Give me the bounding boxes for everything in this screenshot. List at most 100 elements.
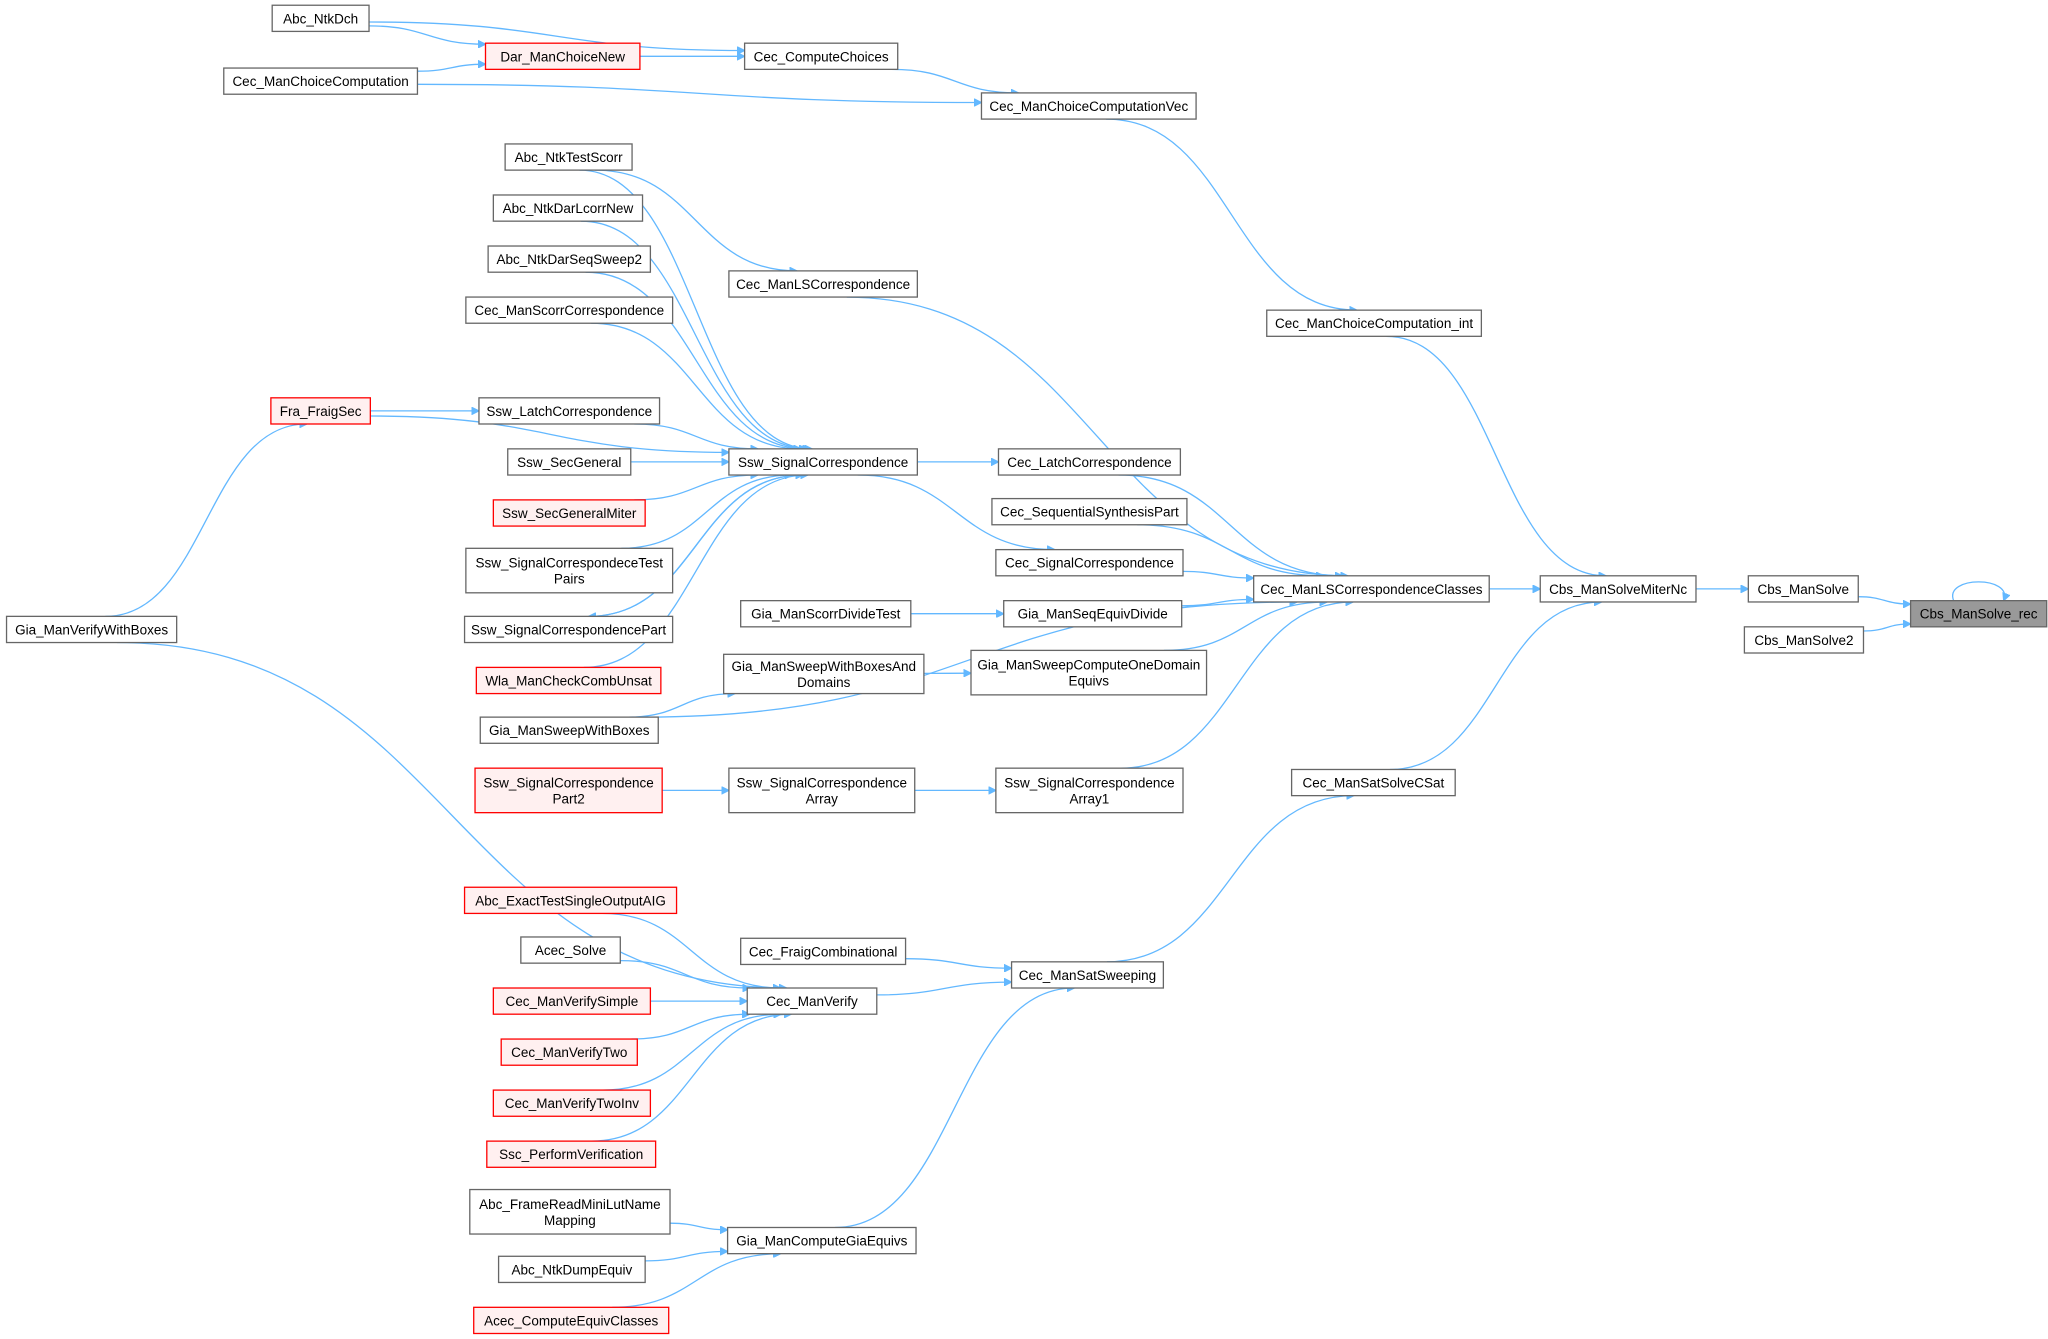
node-label: Gia_ManScorrDivideTest	[751, 607, 901, 622]
node-cec-mansatsweeping[interactable]: Cec_ManSatSweeping	[1010, 961, 1165, 989]
edge-abc-ntkdarseqsweep2-to-ssw-signalcorrespondence	[585, 271, 807, 449]
edge-acec-solve-to-cec-manverify	[620, 959, 750, 988]
node-abc-ntkdch[interactable]: Abc_NtkDch	[271, 4, 370, 33]
node-label: Abc_NtkTestScorr	[515, 150, 624, 165]
node-ssw-secgeneralmiter[interactable]: Ssw_SecGeneralMiter	[492, 499, 646, 527]
edge-abc-ntktestscorr-to-cec-manlscorrespondence	[594, 169, 797, 271]
edge-abc-ntkdumpequiv-to-gia-mancomputegiaequivs	[645, 1251, 727, 1262]
node-box	[995, 548, 1184, 577]
node-cbs-mansolve-rec[interactable]: Cbs_ManSolve_rec	[1909, 600, 2048, 628]
node-cec-manchoicecomputation[interactable]: Cec_ManChoiceComputation	[223, 67, 419, 95]
node-acec-solve[interactable]: Acec_Solve	[520, 936, 621, 964]
node-box	[746, 987, 878, 1015]
node-ssw-signalcorrespondence[interactable]: Ssw_SignalCorrespondence	[728, 448, 918, 476]
node-label: Wla_ManCheckCombUnsat	[485, 673, 652, 688]
edge-ssw-signalcorrespondecetestpairs-to-ssw-signalcorrespondence	[621, 475, 792, 549]
node-box	[486, 1140, 657, 1168]
node-cec-manverify[interactable]: Cec_ManVerify	[746, 987, 878, 1015]
node-label: Array1	[1070, 791, 1110, 806]
node-label: Ssw_SignalCorrespondencePart	[471, 622, 666, 637]
node-cec-manlscorrespondenceclasses[interactable]: Cec_ManLSCorrespondenceClasses	[1253, 575, 1490, 603]
node-cec-latchcorrespondence[interactable]: Cec_LatchCorrespondence	[997, 448, 1182, 476]
node-abc-ntkdarseqsweep2[interactable]: Abc_NtkDarSeqSweep2	[487, 245, 652, 273]
node-label: Cec_ManVerifyTwoInv	[505, 1096, 640, 1111]
edge-abc-ntktestscorr-to-ssw-signalcorrespondence	[579, 169, 813, 449]
node-label: Dar_ManChoiceNew	[500, 49, 625, 64]
node-label: Cec_LatchCorrespondence	[1007, 455, 1171, 470]
edge-cec-mansatsweeping-to-cec-mansatsolvecsat	[1106, 796, 1354, 963]
node-label: Ssw_SignalCorrespondeceTest	[475, 556, 663, 571]
node-gia-manscorrdividetest[interactable]: Gia_ManScorrDivideTest	[740, 600, 912, 628]
node-cbs-mansolve[interactable]: Cbs_ManSolve	[1747, 575, 1859, 603]
node-cec-manverifysimple[interactable]: Cec_ManVerifySimple	[492, 987, 652, 1015]
node-cec-manchoicecomputation-int[interactable]: Cec_ManChoiceComputation_int	[1266, 309, 1483, 337]
edge-ssw-latchcorrespondence-to-ssw-signalcorrespondence	[634, 423, 758, 449]
node-wla-mancheckcombunsat[interactable]: Wla_ManCheckCombUnsat	[475, 666, 662, 695]
edge-ssw-secgeneralmiter-to-ssw-signalcorrespondence	[634, 475, 758, 501]
node-cec-manchoicecomputationvec[interactable]: Cec_ManChoiceComputationVec	[980, 92, 1197, 120]
node-cec-signalcorrespondence[interactable]: Cec_SignalCorrespondence	[995, 548, 1184, 577]
node-cec-fraigcombinational[interactable]: Cec_FraigCombinational	[740, 937, 907, 966]
edge-cbs-mansolve-rec-to-cbs-mansolve-rec	[1952, 581, 2005, 601]
node-label: Ssw_SignalCorrespondence	[1004, 775, 1174, 790]
node-label: Ssw_SignalCorrespondence	[737, 775, 907, 790]
node-label: Cec_ManVerifySimple	[505, 994, 638, 1009]
node-cec-manverifytwoinv[interactable]: Cec_ManVerifyTwoInv	[492, 1089, 652, 1117]
node-gia-manseqequivdivide[interactable]: Gia_ManSeqEquivDivide	[1003, 600, 1183, 628]
node-label: Cec_ManChoiceComputationVec	[989, 99, 1188, 114]
edge-cec-manchoicecomputation-int-to-cbs-mansolvemiternc	[1386, 335, 1606, 576]
node-label: Mapping	[544, 1213, 596, 1228]
node-gia-manverifywithboxes[interactable]: Gia_ManVerifyWithBoxes	[5, 615, 178, 644]
node-label: Cec_ManVerify	[766, 994, 858, 1009]
edge-cec-mansatsolvecsat-to-cbs-mansolvemiternc	[1389, 602, 1602, 771]
edge-cec-signalcorrespondence-to-cec-manlscorrespondenceclasses	[1182, 570, 1254, 578]
node-box	[728, 767, 916, 814]
node-cec-mansatsolvecsat[interactable]: Cec_ManSatSolveCSat	[1290, 768, 1456, 797]
edges-layer	[105, 21, 2005, 1308]
node-abc-ntkdarlcorrnew[interactable]: Abc_NtkDarLcorrNew	[492, 194, 644, 222]
node-box	[520, 936, 621, 964]
node-dar-manchoicenew[interactable]: Dar_ManChoiceNew	[484, 42, 641, 71]
node-box	[728, 448, 918, 476]
node-label: Cec_ManChoiceComputation_int	[1275, 316, 1473, 331]
node-cec-manverifytwo[interactable]: Cec_ManVerifyTwo	[500, 1038, 638, 1066]
node-cec-sequentialsynthesispart[interactable]: Cec_SequentialSynthesisPart	[991, 497, 1188, 526]
edge-cec-manscorrcorrespondence-to-ssw-signalcorrespondence	[591, 322, 801, 449]
node-label: Ssw_SecGeneralMiter	[502, 506, 637, 521]
edge-gia-manverifywithboxes-to-fra-fraigsec	[105, 424, 307, 618]
node-cec-manlscorrespondence[interactable]: Cec_ManLSCorrespondence	[728, 270, 918, 298]
node-ssc-performverification[interactable]: Ssc_PerformVerification	[486, 1140, 657, 1168]
node-label: Cec_ManSatSolveCSat	[1302, 776, 1444, 791]
node-acec-computeequivclasses[interactable]: Acec_ComputeEquivClasses	[473, 1306, 670, 1335]
node-abc-exacttestsingleoutputaig[interactable]: Abc_ExactTestSingleOutputAIG	[463, 886, 678, 915]
node-gia-mancomputegiaequivs[interactable]: Gia_ManComputeGiaEquivs	[726, 1226, 917, 1255]
node-label: Cec_ManScorrCorrespondence	[474, 303, 664, 318]
edge-abc-framereadminilutnamemapping-to-gia-mancomputegiaequivs	[669, 1222, 728, 1230]
node-abc-ntkdumpequiv[interactable]: Abc_NtkDumpEquiv	[497, 1255, 646, 1284]
node-label: Part2	[552, 791, 584, 806]
node-box	[1909, 600, 2048, 628]
node-ssw-secgeneral[interactable]: Ssw_SecGeneral	[507, 448, 632, 476]
node-fra-fraigsec[interactable]: Fra_FraigSec	[270, 397, 371, 425]
node-gia-mansweepwithboxes[interactable]: Gia_ManSweepWithBoxes	[479, 716, 659, 744]
node-cbs-mansolvemiternc[interactable]: Cbs_ManSolveMiterNc	[1539, 575, 1697, 603]
node-cec-manscorrcorrespondence[interactable]: Cec_ManScorrCorrespondence	[465, 296, 674, 324]
node-box	[997, 448, 1182, 476]
node-box	[475, 666, 662, 695]
node-ssw-latchcorrespondence[interactable]: Ssw_LatchCorrespondence	[478, 397, 661, 425]
node-label: Abc_ExactTestSingleOutputAIG	[475, 893, 666, 908]
node-cbs-mansolve2[interactable]: Cbs_ManSolve2	[1743, 626, 1865, 654]
node-label: Cec_SignalCorrespondence	[1005, 556, 1174, 571]
node-ssw-signalcorrespondencepart[interactable]: Ssw_SignalCorrespondencePart	[463, 615, 674, 644]
edge-gia-manseqequivdivide-to-cec-manlscorrespondenceclasses	[1181, 599, 1254, 607]
edge-cec-manlscorrespondence-to-cec-manlscorrespondenceclasses	[846, 296, 1348, 576]
node-cec-computechoices[interactable]: Cec_ComputeChoices	[743, 42, 899, 71]
node-abc-ntktestscorr[interactable]: Abc_NtkTestScorr	[504, 143, 633, 171]
